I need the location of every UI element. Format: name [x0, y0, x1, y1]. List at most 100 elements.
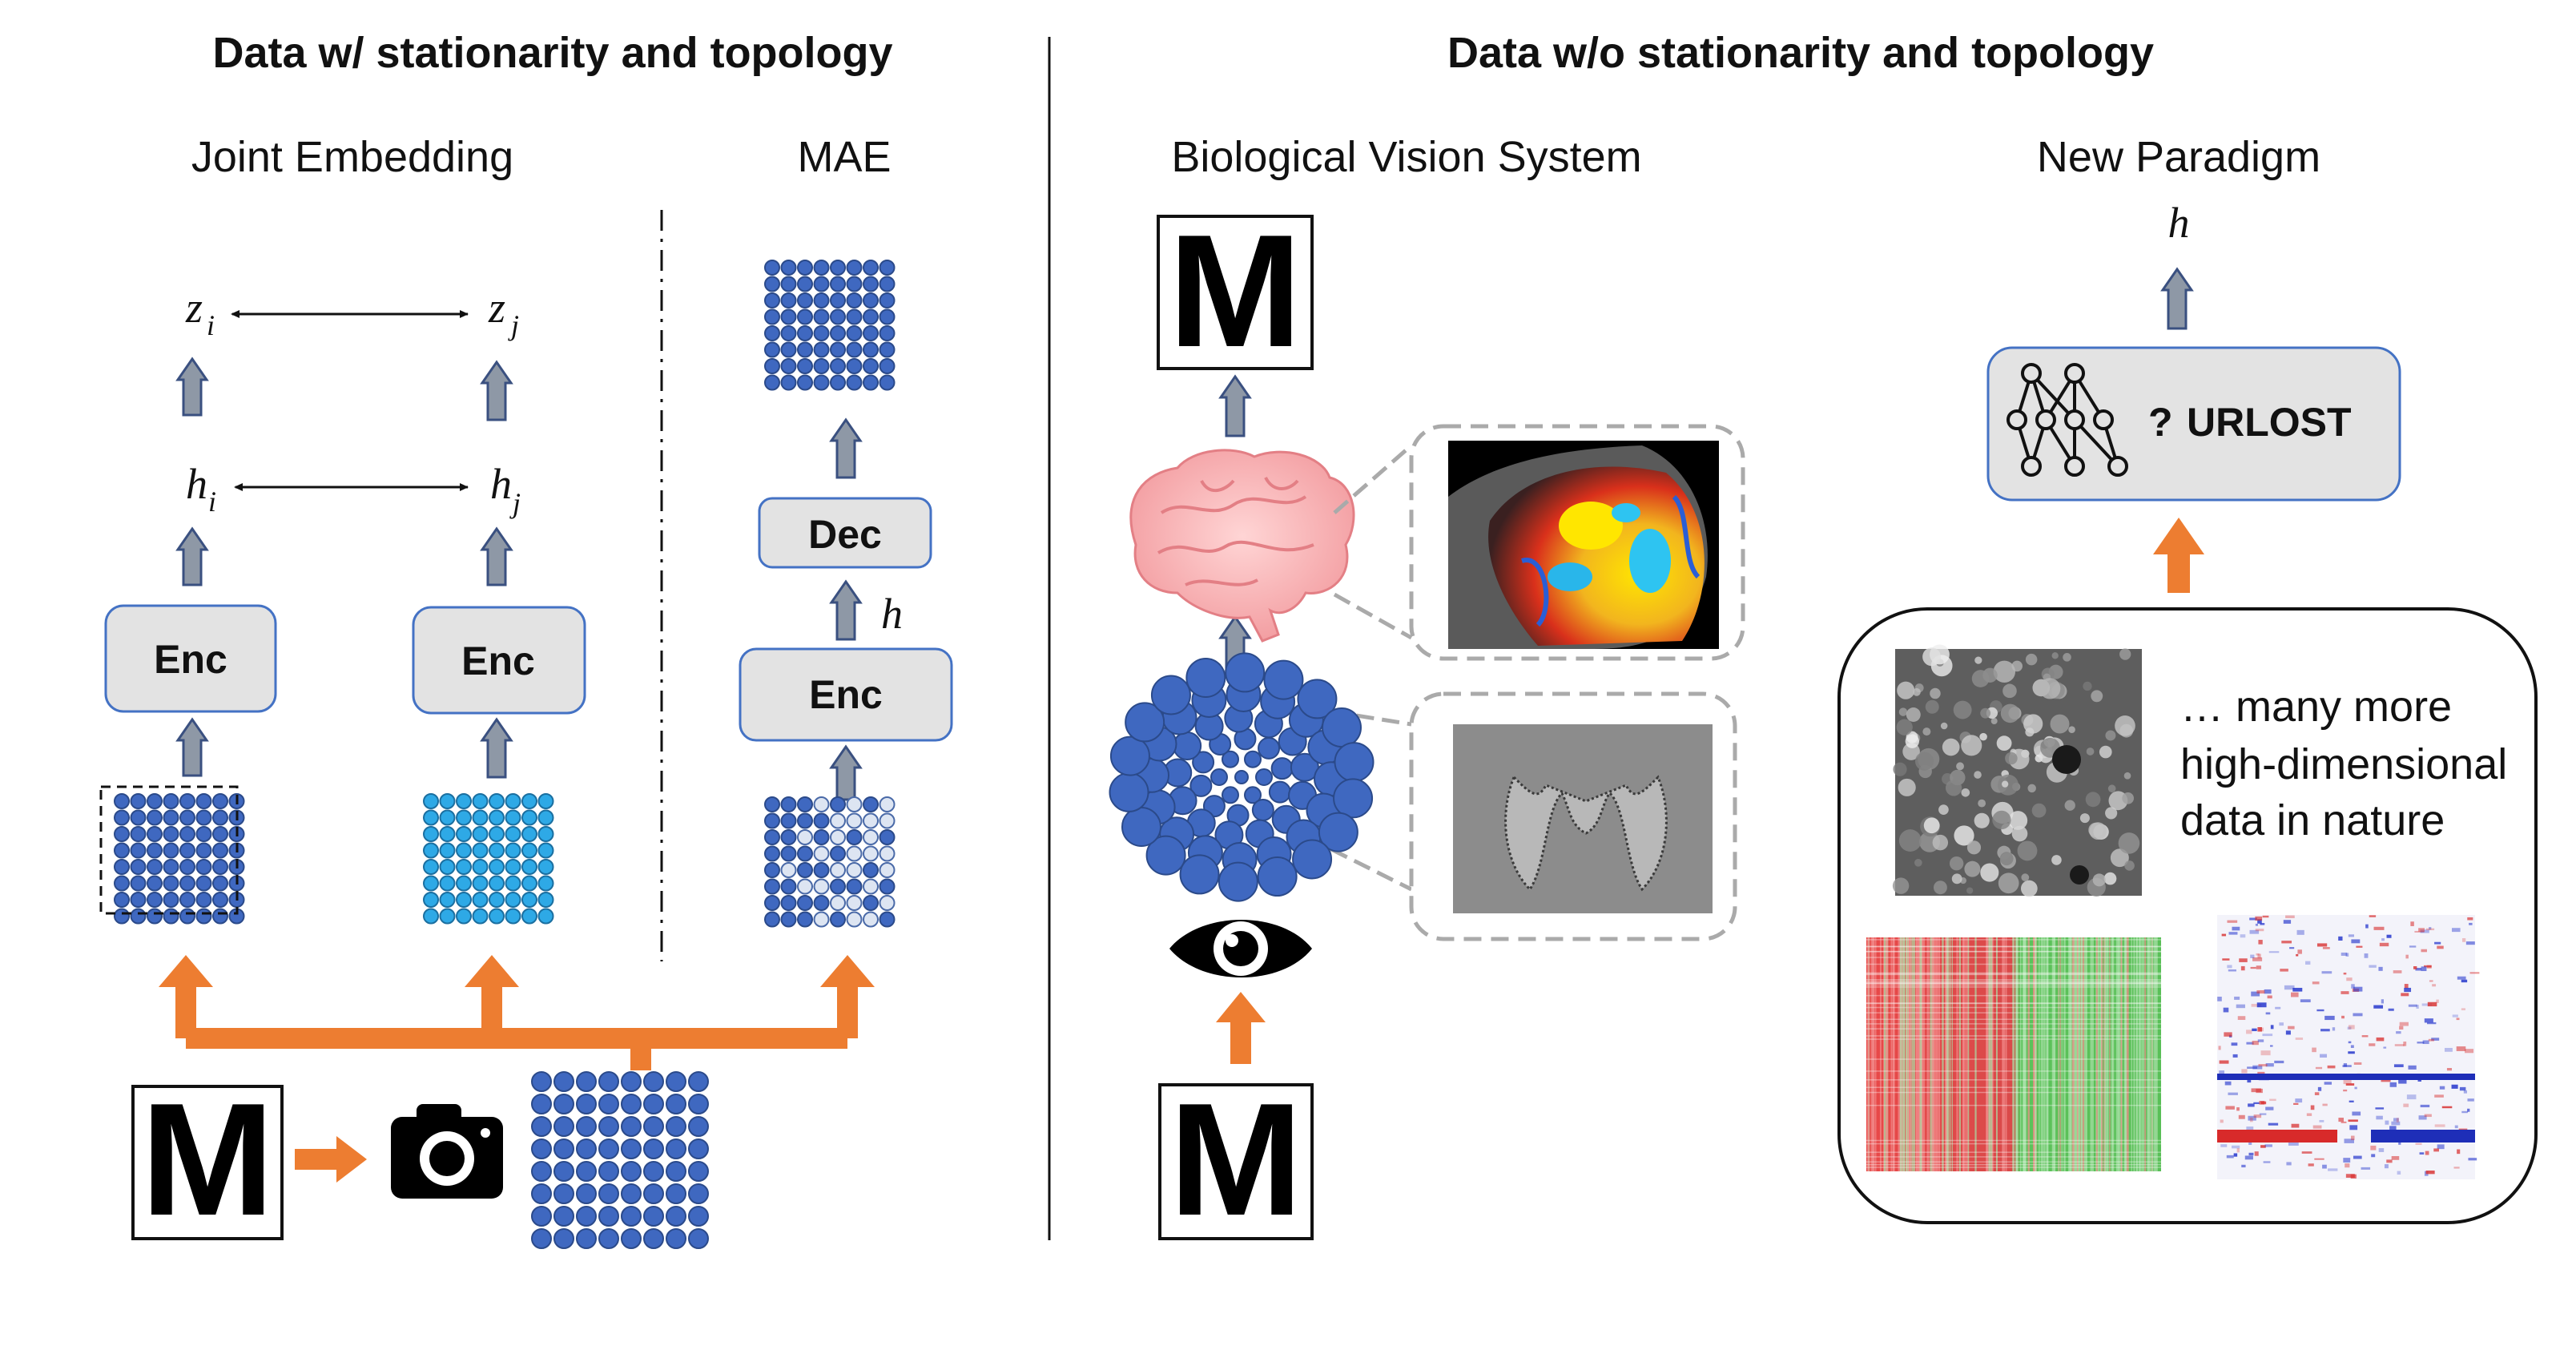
patch-dot	[130, 908, 147, 925]
heatmap-cell	[2398, 1142, 2401, 1145]
calcium-cell	[1914, 752, 1934, 771]
heatmap-cell	[2285, 915, 2295, 919]
patch-dot	[830, 325, 846, 341]
calcium-cell	[1990, 718, 1998, 725]
calcium-cell	[2063, 653, 2071, 662]
heatmap-cell	[2255, 923, 2259, 926]
patch-dot	[521, 892, 537, 908]
heatmap-cell	[2221, 933, 2227, 937]
patch-dot	[764, 341, 780, 358]
camera-icon	[391, 1104, 503, 1199]
patch-dot	[780, 308, 797, 325]
patch-dot	[114, 826, 130, 842]
gene-stripe	[1866, 1079, 2161, 1081]
patch-dot	[212, 908, 228, 925]
heatmap-cell	[2343, 972, 2347, 975]
heatmap-cell	[2341, 952, 2348, 956]
gene-stripe	[2104, 937, 2106, 1171]
heatmap-cell	[2343, 1158, 2351, 1163]
patch-dot	[846, 895, 863, 911]
heatmap-cell	[2314, 1158, 2324, 1160]
heatmap-cell	[2418, 928, 2425, 932]
heatmap-cell	[2344, 1138, 2354, 1143]
heatmap-cell	[2433, 1148, 2439, 1152]
heatmap-cell	[2418, 1115, 2427, 1120]
patch-dot	[780, 374, 797, 391]
heatmap-cell	[2415, 968, 2422, 971]
heatmap-cell	[2252, 1065, 2263, 1070]
heatmap-cell	[2227, 920, 2238, 923]
patch-dot	[489, 859, 505, 875]
heatmap-cell	[2246, 1030, 2252, 1034]
patch-dot	[553, 1094, 574, 1114]
gray-up-arrow	[829, 417, 863, 479]
patch-dot	[598, 1138, 619, 1159]
calcium-cell	[2052, 745, 2081, 774]
gene-stripe	[1866, 972, 2161, 974]
patch-dot	[879, 911, 896, 928]
patch-dot	[879, 358, 896, 374]
patch-dot	[212, 793, 228, 809]
patch-dot	[179, 826, 195, 842]
patch-dot	[830, 829, 846, 845]
patch-dot	[439, 842, 456, 859]
retina-dot	[1292, 839, 1333, 880]
gene-stripe	[1866, 1028, 2161, 1030]
gene-stripe	[1866, 1104, 2161, 1106]
gene-stripe	[1866, 945, 2161, 948]
patch-dot	[813, 911, 830, 928]
patch-dot	[537, 892, 554, 908]
gene-stripe	[2034, 937, 2037, 1171]
calcium-cell	[2105, 730, 2116, 741]
heatmap-cell	[2405, 954, 2409, 959]
gene-stripe	[1866, 950, 2161, 953]
calcium-cell	[1942, 738, 1960, 756]
heatmap-cell	[2280, 969, 2288, 972]
calcium-cell	[1923, 817, 1940, 834]
heatmap-cell	[2386, 934, 2392, 938]
patch-dot	[764, 358, 780, 374]
gene-stripe	[1866, 1002, 2161, 1005]
heatmap-cell	[2284, 985, 2295, 990]
gene-stripe	[2133, 937, 2135, 1171]
calcium-cell	[1971, 670, 1990, 687]
patch-dot	[456, 859, 472, 875]
svg-text:z: z	[185, 284, 203, 332]
patch-dot	[553, 1183, 574, 1204]
retina-dot	[1173, 731, 1202, 761]
patch-dot	[537, 859, 554, 875]
patch-dot	[212, 892, 228, 908]
patch-dot	[505, 859, 521, 875]
gene-stripe	[2071, 937, 2075, 1171]
heatmap-cell	[2263, 1161, 2271, 1163]
calcium-cell	[2005, 752, 2018, 765]
patch-dot	[830, 260, 846, 276]
patch-dot	[879, 325, 896, 341]
gene-stripe	[1967, 937, 1970, 1171]
gray-up-arrow	[480, 360, 513, 421]
heatmap-cell	[2237, 1016, 2246, 1020]
patch-dot	[780, 878, 797, 895]
heatmap-cell	[2429, 927, 2432, 930]
patch-dot	[114, 809, 130, 826]
heatmap-cell	[2383, 1046, 2387, 1049]
patch-dot	[813, 862, 830, 878]
gene-stripe	[1866, 1012, 2161, 1014]
heatmap-cell	[2461, 1008, 2465, 1010]
gene-stripe	[1866, 1142, 2161, 1145]
patch-dot	[666, 1071, 686, 1092]
heatmap-cell	[2459, 1086, 2466, 1091]
patch-dot	[472, 793, 489, 809]
gray-up-arrow	[480, 526, 513, 586]
gene-stripe	[1868, 937, 1870, 1171]
pixel-grid	[531, 1071, 709, 1249]
patch-dot	[764, 325, 780, 341]
gene-stripe	[2082, 937, 2085, 1171]
z-i-label: z i	[185, 284, 215, 341]
orange-up-arrow	[2153, 518, 2204, 593]
heatmap-cell	[2453, 1167, 2460, 1169]
gene-stripe	[1890, 937, 1893, 1171]
patch-dot	[797, 276, 813, 292]
calcium-cell	[2086, 748, 2095, 756]
gene-stripe	[2115, 937, 2119, 1171]
